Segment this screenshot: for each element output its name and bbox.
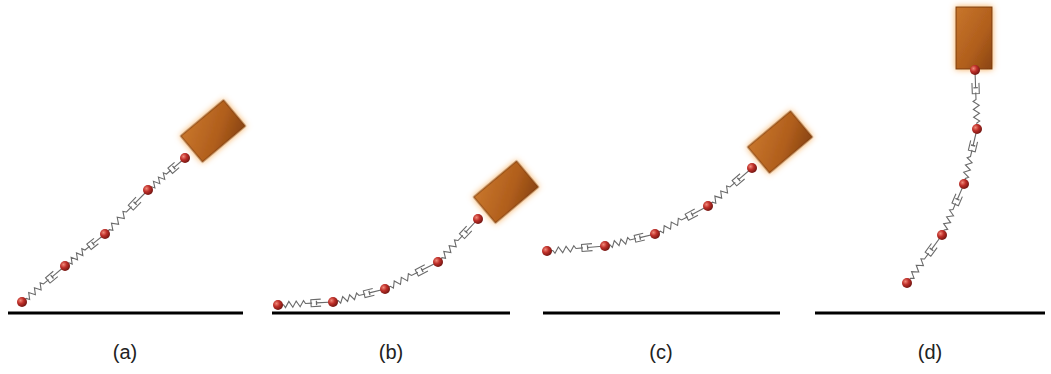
mass-block bbox=[474, 161, 539, 223]
bead bbox=[937, 230, 947, 240]
damper bbox=[968, 140, 977, 152]
bead bbox=[542, 246, 552, 256]
chain bbox=[542, 111, 812, 256]
bead bbox=[180, 153, 190, 163]
spring bbox=[547, 246, 583, 254]
damper bbox=[415, 265, 428, 276]
damper bbox=[363, 288, 374, 297]
spring bbox=[105, 207, 132, 234]
spring bbox=[973, 92, 980, 129]
spring bbox=[385, 272, 418, 289]
bead bbox=[902, 278, 912, 288]
ground-line bbox=[815, 312, 1045, 315]
bead bbox=[100, 229, 110, 239]
spring bbox=[907, 253, 929, 283]
spring bbox=[438, 235, 463, 262]
ground-line bbox=[272, 312, 510, 315]
bead bbox=[60, 261, 70, 271]
ground-line bbox=[543, 312, 780, 315]
panel-label: (a) bbox=[113, 341, 137, 364]
spring bbox=[278, 301, 312, 308]
bead bbox=[143, 185, 153, 195]
bead bbox=[959, 179, 969, 189]
bead bbox=[433, 257, 443, 267]
chain bbox=[17, 100, 245, 307]
ground-line bbox=[8, 312, 243, 315]
spring bbox=[655, 217, 688, 234]
chain bbox=[902, 7, 992, 288]
panel-label: (d) bbox=[918, 341, 942, 364]
mass-block bbox=[956, 7, 992, 69]
chain bbox=[273, 161, 538, 310]
bead bbox=[328, 297, 338, 307]
damper bbox=[952, 194, 962, 206]
panel-label: (c) bbox=[649, 341, 672, 364]
mass-block bbox=[181, 100, 246, 162]
damper bbox=[925, 243, 937, 256]
spring bbox=[964, 150, 972, 184]
spring bbox=[22, 280, 49, 302]
spring bbox=[708, 182, 735, 206]
bead bbox=[703, 201, 713, 211]
spring bbox=[942, 203, 956, 235]
damper bbox=[634, 233, 645, 242]
panel-label: (b) bbox=[379, 341, 403, 364]
bead bbox=[970, 65, 980, 75]
bead bbox=[972, 124, 982, 134]
bead bbox=[273, 300, 283, 310]
bead bbox=[473, 214, 483, 224]
bead bbox=[380, 284, 390, 294]
bead bbox=[17, 297, 27, 307]
bead bbox=[747, 163, 757, 173]
ground-lines bbox=[8, 313, 1045, 314]
bead bbox=[600, 241, 610, 251]
damper bbox=[685, 209, 698, 220]
bead bbox=[650, 229, 660, 239]
mass-block bbox=[748, 111, 813, 173]
